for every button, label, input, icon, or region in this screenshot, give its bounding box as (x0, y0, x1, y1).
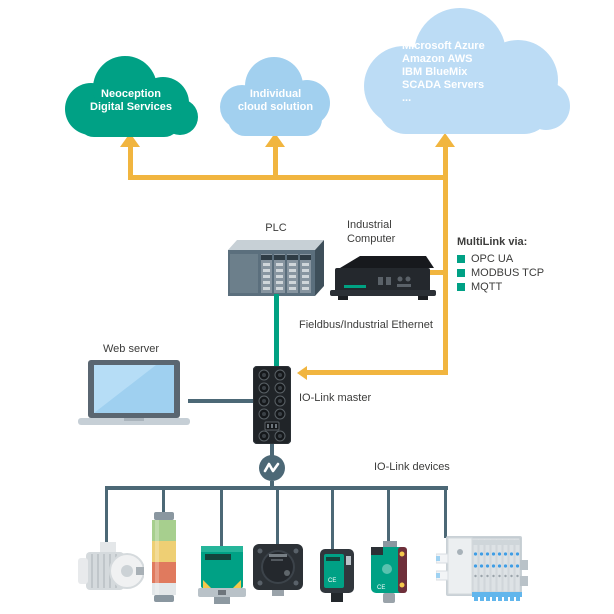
signal-tower-device (151, 512, 177, 602)
valve-terminal-device (435, 532, 530, 604)
fieldbus-line (274, 294, 279, 367)
cloud-label: Microsoft Azure Amazon AWS IBM BlueMix S… (402, 40, 485, 104)
multilink-item: MODBUS TCP (457, 267, 544, 279)
uplink-stem-2 (273, 146, 278, 176)
rfid-read-head-device (196, 546, 248, 604)
bullet-square-icon (457, 269, 465, 277)
arrow-left-icon (297, 366, 307, 380)
cloud-shape (220, 57, 330, 136)
trunk-line-upper (270, 444, 274, 456)
io-link-logo-icon (259, 455, 285, 481)
drop-line-motor (105, 486, 108, 554)
cloud-neoception: Neoception Digital Services (63, 55, 199, 137)
cloud-label: Individual cloud solution (237, 88, 314, 113)
cloud-public-services: Microsoft Azure Amazon AWS IBM BlueMix S… (358, 6, 570, 136)
web-server-laptop (78, 360, 190, 426)
industrial-computer-label: Industrial Computer (347, 219, 396, 245)
laptop-to-master-line (188, 399, 255, 403)
svg-text:CE: CE (328, 578, 336, 584)
drop-line-valve-terminal (444, 486, 447, 538)
photoelectric-sensor-device: CE (365, 541, 413, 603)
uplink-stem-3 (443, 146, 448, 375)
rfid-read-head-icon (198, 546, 246, 604)
web-server-label: Web server (103, 343, 160, 355)
arrow-up-icon (265, 133, 285, 147)
arrow-up-icon (435, 133, 455, 147)
bullet-square-icon (457, 255, 465, 263)
plc-icon (228, 240, 324, 296)
drop-line-rfid-head (220, 486, 223, 548)
branch-to-computer-line (422, 270, 443, 275)
io-link-devices-label: IO-Link devices (374, 461, 450, 473)
cloud-label: Neoception Digital Services (90, 88, 172, 113)
branch-to-master-line (307, 370, 448, 375)
cloud-shape (65, 56, 198, 137)
multilink-item: MQTT (457, 281, 502, 293)
io-link-master-device (252, 365, 292, 445)
multilink-item: OPC UA (457, 253, 513, 265)
inductive-sensor-device: CE (316, 549, 358, 602)
industrial-computer-device (330, 255, 436, 303)
drop-line-photo-sensor (387, 486, 390, 544)
plc-label: PLC (265, 222, 287, 234)
cloud-individual: Individual cloud solution (218, 53, 333, 136)
inductive-sensor-icon: CE (320, 549, 354, 602)
signal-tower-icon (152, 512, 176, 602)
trunk-line-lower (270, 481, 274, 489)
bullet-square-icon (457, 283, 465, 291)
cloud-shape (364, 8, 570, 134)
rfid-antenna-icon (253, 544, 303, 596)
io-link-master-label: IO-Link master (299, 392, 372, 404)
fieldbus-label: Fieldbus/Industrial Ethernet (299, 319, 433, 331)
rfid-antenna-device (251, 542, 305, 596)
valve-terminal-icon (435, 536, 528, 601)
industrial-computer-icon (330, 256, 436, 300)
electric-motor-icon (78, 542, 145, 590)
multilink-title: MultiLink via: (457, 236, 528, 248)
photoelectric-sensor-icon: CE (371, 541, 407, 603)
laptop-icon (78, 360, 190, 425)
svg-text:CE: CE (377, 585, 385, 591)
drop-line-signal-tower (162, 486, 165, 514)
plc-device (228, 240, 324, 296)
uplink-stem-1 (128, 146, 133, 176)
drop-line-inductive-sensor (331, 486, 334, 550)
drop-line-rfid-antenna (276, 486, 279, 546)
electric-motor-device (76, 542, 145, 596)
io-link-master-icon (252, 365, 292, 445)
cloud-uplink-bus-line (128, 175, 448, 180)
